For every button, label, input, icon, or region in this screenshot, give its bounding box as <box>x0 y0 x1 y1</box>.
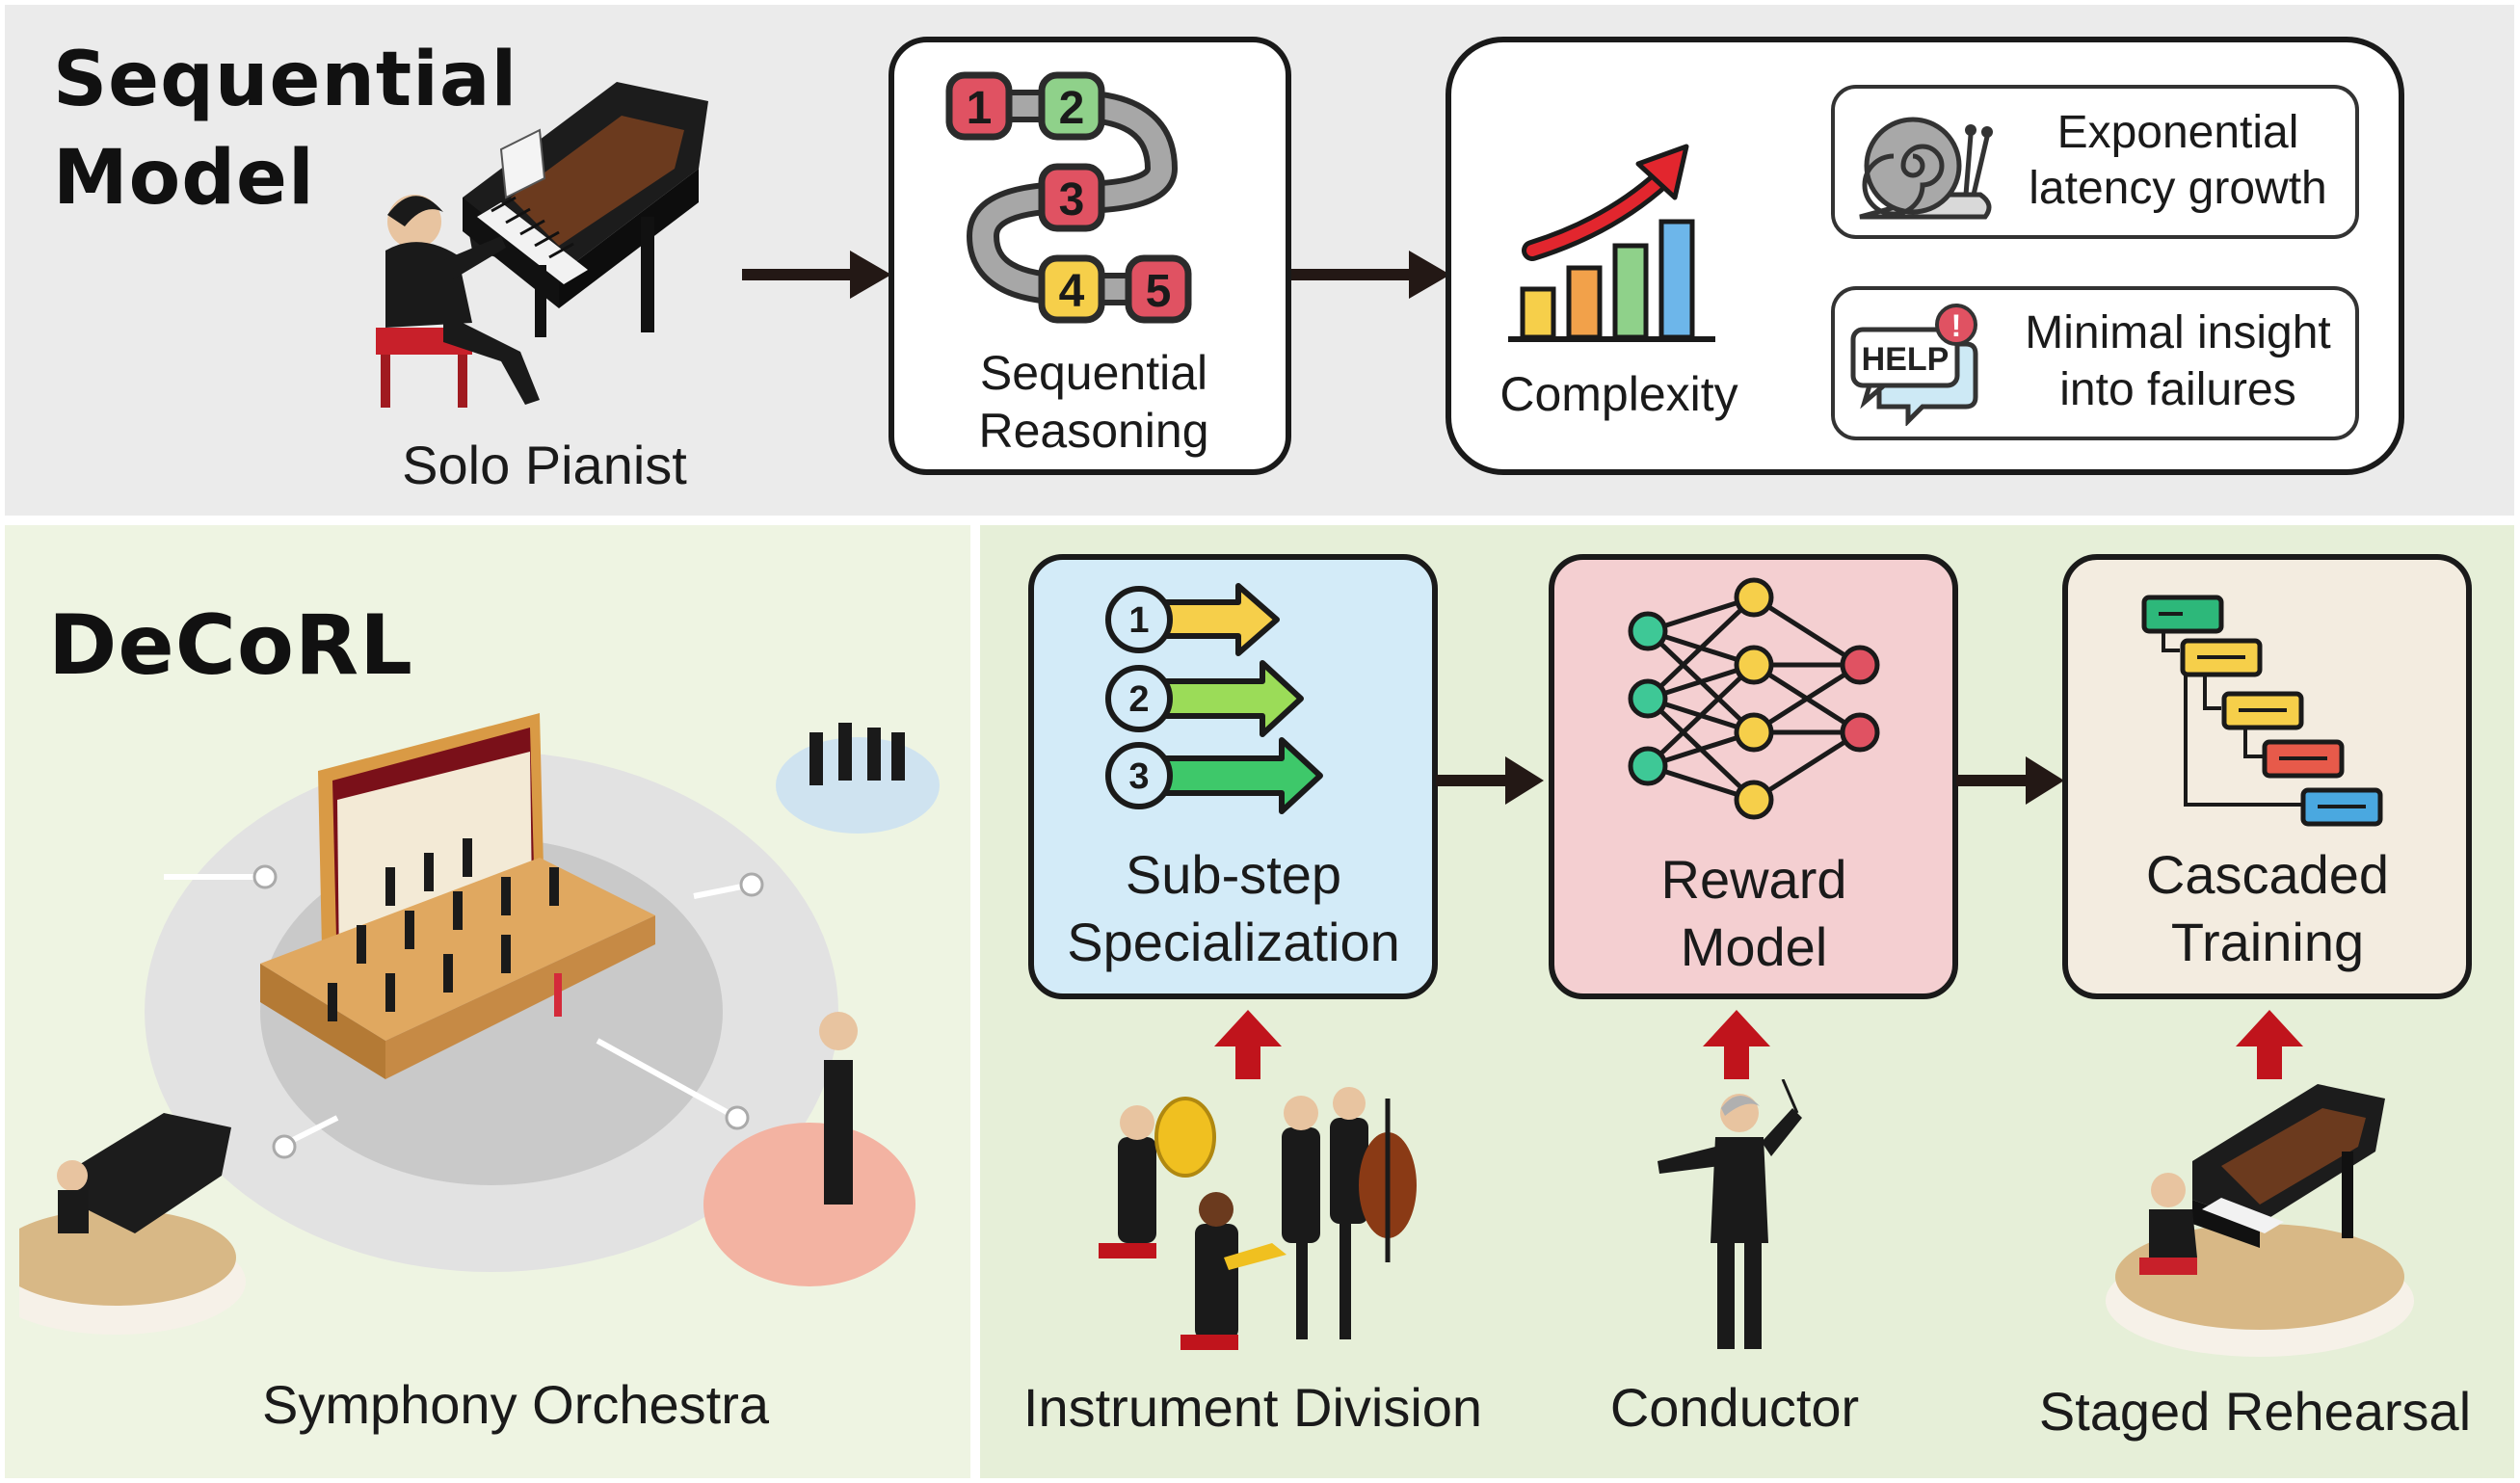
arrow-box2-to-box3 <box>1956 756 2064 805</box>
substep-arrows-icon: 1 2 3 <box>1105 583 1323 814</box>
up-arrow-conductor <box>1703 1010 1770 1079</box>
box2-line2: Model <box>1680 916 1828 977</box>
instrument-division-illustration <box>1099 1087 1417 1350</box>
arrow-reasoning-to-issues <box>1291 251 1450 299</box>
conductor-illustration <box>1658 1079 1802 1349</box>
box1-line1: Sub-step <box>1125 844 1342 905</box>
orchestra-label: Symphony Orchestra <box>262 1374 769 1435</box>
complexity-bar-icon <box>1508 144 1715 342</box>
top-title-line1: Sequential <box>53 37 518 123</box>
staged-rehearsal-label: Staged Rehearsal <box>2038 1381 2472 1442</box>
step-2-digit: 2 <box>1059 83 1085 134</box>
solo-pianist-illustration <box>376 82 708 408</box>
box3-line1: Cascaded <box>2145 844 2390 905</box>
arrow-box1-to-box2 <box>1436 756 1544 805</box>
cascade-flow-icon <box>2141 595 2383 827</box>
staged-rehearsal-illustration <box>2106 1084 2414 1357</box>
decorl-title: DeCoRL <box>48 597 413 694</box>
box1-line2: Specialization <box>1067 912 1400 972</box>
top-title-line2: Model <box>53 135 315 222</box>
help-text: HELP <box>1862 341 1950 378</box>
symphony-orchestra-illustration <box>19 713 940 1335</box>
up-arrow-instrument <box>1214 1010 1282 1079</box>
substep-3-digit: 3 <box>1128 756 1149 797</box>
arrow-pianist-to-reasoning <box>742 251 891 299</box>
step-1-digit: 1 <box>967 83 993 134</box>
insight-line2: into failures <box>2059 364 2296 415</box>
conductor-label: Conductor <box>1609 1377 1860 1438</box>
instrument-division-label: Instrument Division <box>1022 1377 1483 1438</box>
latency-line2: latency growth <box>2029 163 2327 214</box>
insight-line1: Minimal insight <box>2025 307 2331 358</box>
latency-line1: Exponential <box>2056 107 2299 158</box>
solo-pianist-label: Solo Pianist <box>402 435 687 495</box>
complexity-label: Complexity <box>1499 367 1738 421</box>
reasoning-label-line2: Reasoning <box>978 404 1209 458</box>
box3-line2: Training <box>2170 912 2365 972</box>
box2-line1: Reward <box>1660 849 1847 910</box>
step-3-digit: 3 <box>1059 174 1085 225</box>
reward-model-box <box>1549 554 1958 999</box>
reasoning-label-line1: Sequential <box>979 346 1208 400</box>
neural-network-icon <box>1628 577 1880 820</box>
help-bubble-icon: HELP ! <box>1850 304 1978 426</box>
snail-icon <box>1859 117 1993 220</box>
substep-2-digit: 2 <box>1128 679 1149 720</box>
substep-1-digit: 1 <box>1128 600 1149 641</box>
reasoning-chain-icon: 1 2 3 4 5 <box>945 71 1192 324</box>
alert-mark: ! <box>1951 308 1962 343</box>
step-4-digit: 4 <box>1059 266 1085 317</box>
step-5-digit: 5 <box>1146 266 1172 317</box>
up-arrow-rehearsal <box>2236 1010 2303 1079</box>
